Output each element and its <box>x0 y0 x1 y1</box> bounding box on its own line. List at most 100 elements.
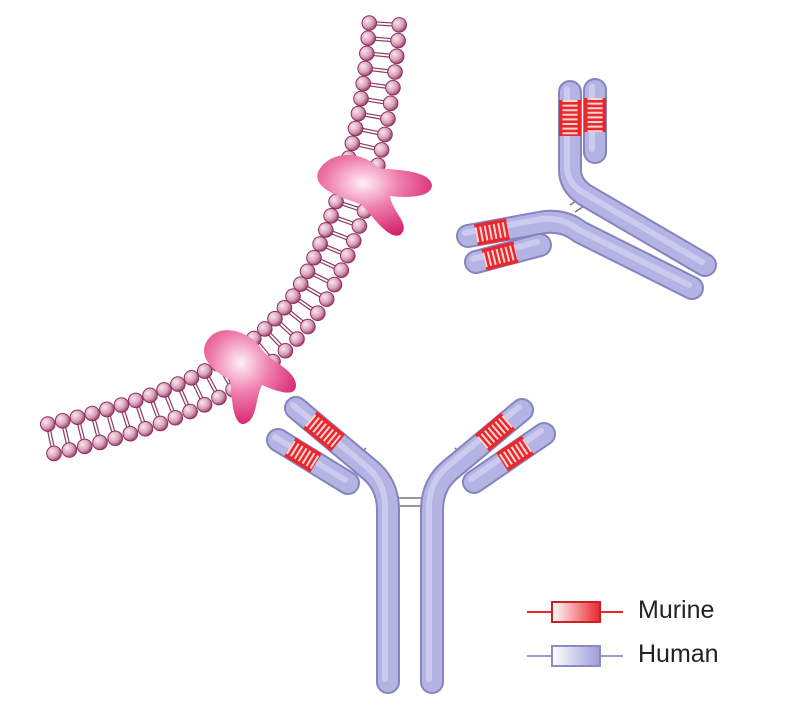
lipid-head <box>170 376 186 392</box>
lipid-tail <box>167 395 175 411</box>
lipid-head <box>299 263 316 280</box>
lipid-tail <box>376 24 393 27</box>
lipid-tail <box>368 97 385 102</box>
lipid-tail <box>77 424 83 441</box>
lipid-tail <box>181 389 190 405</box>
lipid-head <box>107 430 123 447</box>
lipid-tail <box>358 145 375 151</box>
lipid-tail <box>288 312 302 324</box>
legend <box>527 601 623 667</box>
lipid-head <box>361 15 378 31</box>
lipid-tail <box>178 390 187 406</box>
lipid-tail <box>325 247 341 255</box>
lipid-head <box>267 310 283 327</box>
lipid-tail <box>268 334 280 348</box>
lipid-head <box>355 75 372 92</box>
lipid-tail <box>326 244 343 253</box>
lipid-head <box>61 442 78 458</box>
heavy-chain-right <box>558 80 717 277</box>
antibody-bound <box>266 396 556 694</box>
lipid-tail <box>65 427 70 444</box>
lipid-head <box>385 79 401 96</box>
lipid-tail <box>312 275 328 284</box>
lipid-tail <box>164 396 172 413</box>
lipid-tail <box>338 216 354 223</box>
lipid-head <box>211 389 227 406</box>
lipid-head <box>351 218 368 234</box>
lipid-head <box>122 425 139 442</box>
lipid-tail <box>62 427 67 444</box>
murine-variable-region <box>303 411 345 452</box>
lipid-head <box>353 90 369 107</box>
lipid-tail <box>375 36 392 40</box>
lipid-head <box>142 387 158 404</box>
lipid-head <box>39 416 56 432</box>
lipid-tail <box>150 402 158 418</box>
lipid-tail <box>331 233 347 241</box>
lipid-tail <box>362 127 379 133</box>
lipid-head <box>76 438 93 455</box>
cell-membrane-bilayer <box>39 15 408 462</box>
lipid-head <box>333 262 350 279</box>
lipid-tail <box>359 142 376 148</box>
lipid-tail <box>195 383 204 399</box>
lipid-tail <box>365 112 382 117</box>
lipid-head <box>285 288 301 305</box>
lipid-tail <box>50 430 55 447</box>
lipid-tail <box>367 100 384 105</box>
lipid-head <box>256 321 273 337</box>
lipid-tail <box>361 130 378 136</box>
lipid-tail <box>121 412 128 428</box>
lipid-tail <box>342 204 358 211</box>
lipid-tail <box>305 288 321 298</box>
lipid-head <box>347 120 364 137</box>
lipid-tail <box>373 54 390 58</box>
lipid-tail <box>124 411 131 427</box>
lipid-tail <box>364 115 381 120</box>
lipid-tail <box>259 342 271 356</box>
lipid-head <box>345 233 362 249</box>
lipid-head <box>113 397 130 413</box>
lipid-tail <box>278 324 292 336</box>
lipid-tail <box>270 332 283 346</box>
lipid-head <box>69 409 86 426</box>
murine-variable-region <box>481 241 519 271</box>
legend-human-swatch <box>527 645 623 667</box>
antibody-free <box>456 78 717 300</box>
lipid-head <box>326 276 343 293</box>
lipid-head <box>152 415 169 432</box>
lipid-tail <box>343 201 359 208</box>
lipid-tail <box>136 407 143 423</box>
lipid-head <box>277 342 294 359</box>
lipid-tail <box>299 298 314 309</box>
antibodies <box>266 78 717 694</box>
lipid-tail <box>94 419 101 436</box>
lipid-tail <box>109 415 116 432</box>
lipid-head <box>167 409 184 426</box>
receptor-upper <box>317 155 432 236</box>
murine-variable-region <box>284 437 322 473</box>
lipid-tail <box>369 85 386 89</box>
lipid-head <box>373 142 390 158</box>
lipid-tail <box>92 420 98 437</box>
lipid-tail <box>47 431 52 448</box>
lipid-tail <box>106 416 113 433</box>
lipid-head <box>318 291 335 307</box>
murine-variable-region <box>495 435 535 472</box>
lipid-head <box>289 331 305 347</box>
lipid-tail <box>307 285 322 295</box>
lipid-tail <box>138 406 146 422</box>
legend-murine-label: Murine <box>638 596 715 624</box>
lipid-head <box>54 413 71 429</box>
lipid-tail <box>337 219 353 226</box>
lipid-head <box>46 445 62 462</box>
murine-variable-region <box>473 218 511 246</box>
heavy-chain-right <box>420 398 534 694</box>
lipid-tail <box>332 230 348 238</box>
lipid-head <box>323 208 339 224</box>
lipid-head <box>360 30 377 47</box>
lipid-head <box>183 370 200 386</box>
lipid-head <box>344 135 361 152</box>
lipid-tail <box>320 258 336 267</box>
